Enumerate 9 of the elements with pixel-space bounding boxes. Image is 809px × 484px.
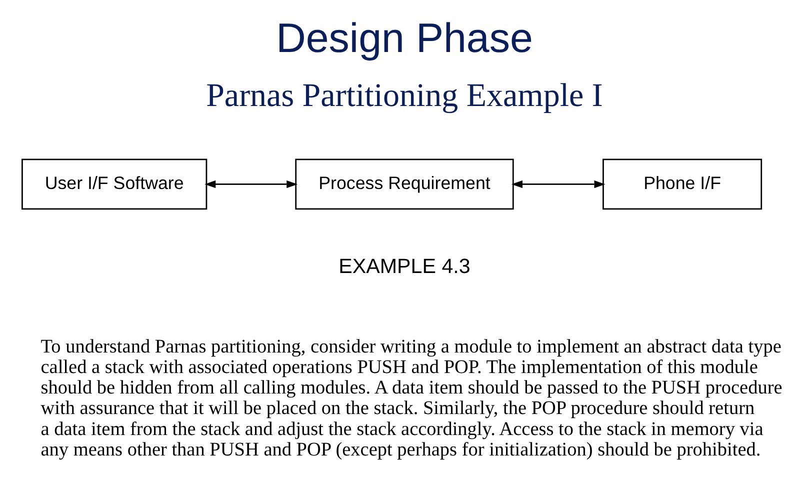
label: To understand Parnas partitioning, consider writing a module to implement an abstract data type called a stack with associated operations PUSH and POP. The implementation of this module should be hidden from all calling modules. A data item should be passed to the PUSH procedure with assurance that it will be placed on the stack. Similarly, the POP procedure should return a data item from the stack and adjust the stack accordingly. Access to the stack in memory via any means other than PUSH and POP (except perhaps for initialization) should be prohibited. <box>40 336 782 460</box>
arrow <box>511 180 606 188</box>
diagram-title: Design Phase <box>276 15 533 62</box>
node-box: User I/F Software <box>22 158 208 210</box>
label: EXAMPLE 4.3 <box>338 254 470 278</box>
node-box: Process Requirement <box>295 158 514 210</box>
node-box: Phone I/F <box>602 158 762 210</box>
arrow <box>204 180 298 188</box>
label: Parnas Partitioning Example I <box>206 78 603 114</box>
